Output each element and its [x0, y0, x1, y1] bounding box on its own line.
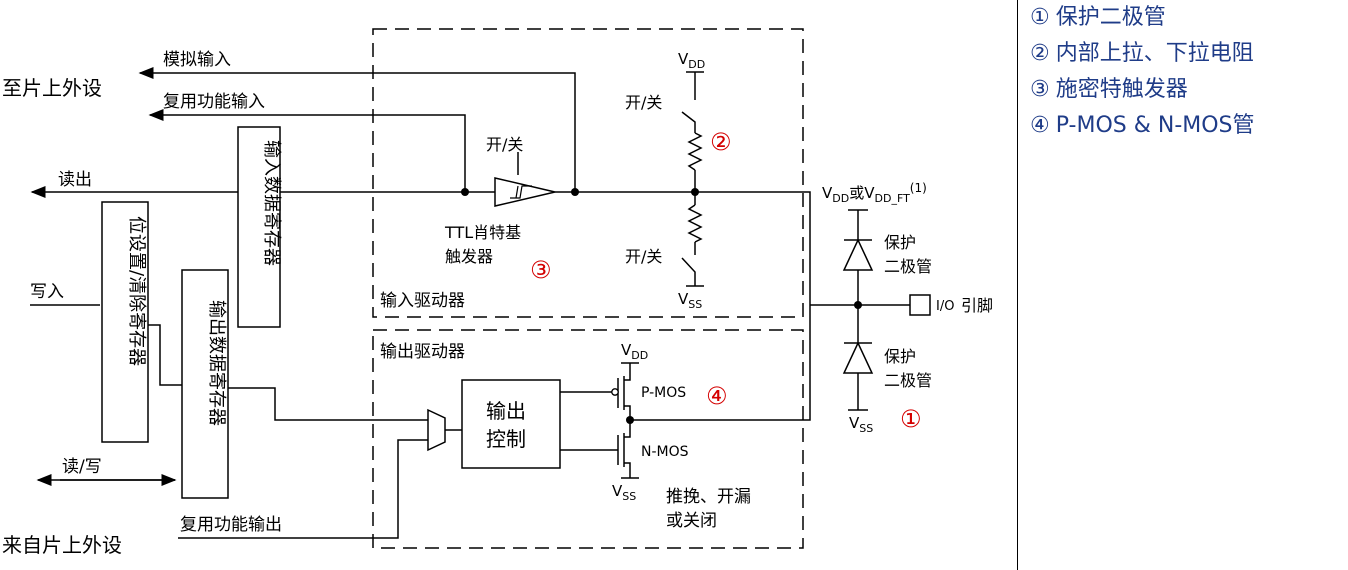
peripheral-from-label: 来自片上外设 [2, 533, 122, 557]
bit-set-reset-register [101, 201, 149, 443]
junction-dot [854, 301, 862, 309]
pulldown-onoff-label: 开/关 [625, 247, 662, 266]
io-port-diagram: 至片上外设 来自片上外设 模拟输入 复用功能输入 读出 写入 读/写 复用功能输… [2, 28, 993, 557]
pullup-resistor [687, 132, 703, 171]
pmos-bubble [611, 388, 619, 396]
output-bus-wire [630, 305, 811, 421]
io-pin [909, 294, 931, 316]
nmos-label: N-MOS [641, 444, 689, 460]
legend-text: P-MOS & N-MOS管 [1055, 113, 1255, 138]
output-driver-box [372, 329, 804, 549]
analog-input-label: 模拟输入 [163, 50, 231, 70]
protect2-label-line1: 保护 [884, 347, 916, 366]
protect1-label-line1: 保护 [884, 233, 916, 252]
legend-text: 施密特触发器 [1055, 77, 1188, 102]
input-bus-wire [555, 191, 811, 305]
output-driver-label: 输出驱动器 [380, 342, 465, 362]
pullup-onoff-label: 开/关 [625, 93, 662, 112]
pmos-vdd-label: VDD [621, 341, 648, 362]
input-driver-box [372, 28, 804, 318]
mode-label-line1: 推挽、开漏 [666, 487, 751, 507]
legend-number: ③ [1030, 77, 1050, 102]
legend-separator [1017, 0, 1018, 570]
af-input-label: 复用功能输入 [163, 92, 265, 112]
write-label: 写入 [30, 282, 64, 302]
hysteresis-icon [510, 185, 532, 199]
protect1-label-line2: 二极管 [884, 257, 932, 276]
read-write-label: 读/写 [62, 457, 102, 477]
af-input-wire [148, 109, 466, 192]
marker-schmitt-trigger: ③ [530, 256, 552, 284]
legend-text: 内部上拉、下拉电阻 [1055, 41, 1254, 66]
read-label: 读出 [58, 170, 92, 190]
af-output-label: 复用功能输出 [180, 515, 282, 535]
peripheral-to-label: 至片上外设 [2, 76, 102, 100]
nmos-source [624, 462, 631, 478]
io-pin-prefix: I/O [936, 299, 954, 314]
marker-mos-transistors: ④ [706, 382, 728, 410]
vdd-ft-label: VDD或VDD_FT(1) [822, 181, 927, 205]
schmitt-label-line2: 触发器 [445, 247, 493, 266]
bit-set-reset-register-label: 位设置/清除寄存器 [126, 216, 147, 366]
junction-dot [691, 188, 699, 196]
pulldown-switch [681, 257, 696, 286]
junction-dot [626, 416, 634, 424]
schmitt-onoff-label: 开/关 [486, 135, 523, 154]
diode-vss-label: VSS [849, 414, 873, 435]
pmos-source [624, 363, 631, 381]
pulldown-resistor [687, 204, 703, 243]
schmitt-trigger [494, 177, 556, 207]
mode-label-line2: 或关闭 [666, 511, 717, 531]
analog-input-wire [138, 67, 576, 192]
odr-to-mux-wire [228, 387, 428, 421]
schmitt-label-line1: TTL肖特基 [444, 223, 521, 242]
pmos-drain [624, 405, 631, 420]
lower-protection-diode [842, 341, 874, 374]
legend-number: ② [1030, 41, 1050, 66]
input-data-register [237, 126, 281, 328]
pullup-switch [681, 111, 696, 133]
legend-number: ① [1030, 5, 1050, 30]
upper-protection-diode [842, 238, 874, 271]
marker-pull-resistor: ② [710, 128, 732, 156]
output-control-label-line2: 控制 [486, 427, 526, 451]
output-control-box [461, 379, 561, 469]
junction-dot [571, 188, 579, 196]
legend-text: 保护二极管 [1055, 5, 1166, 30]
pmos-label: P-MOS [641, 385, 686, 401]
input-data-register-label: 输入数据寄存器 [261, 140, 282, 266]
af-output-wire [178, 439, 428, 539]
io-pin-suffix: 引脚 [961, 296, 993, 315]
pullup-vdd-label: VDD [678, 50, 705, 71]
input-driver-label: 输入驱动器 [380, 291, 465, 311]
nmos-vss-label: VSS [612, 482, 636, 503]
protect2-label-line2: 二极管 [884, 371, 932, 390]
output-data-register-label: 输出数据寄存器 [206, 300, 227, 426]
output-data-register [181, 269, 229, 499]
bsrr-to-odr-wire [148, 324, 182, 386]
pulldown-vss-label: VSS [678, 290, 702, 311]
nmos-drain [624, 420, 631, 438]
output-mux [427, 408, 446, 452]
output-control-label-line1: 输出 [486, 399, 526, 423]
marker-protection-diode: ① [900, 405, 922, 433]
legend-number: ④ [1030, 113, 1050, 138]
junction-dot [461, 188, 469, 196]
